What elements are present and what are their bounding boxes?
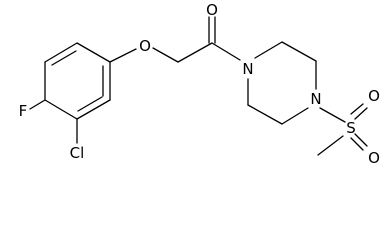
bond-pip-c2-c3 (281, 41, 317, 62)
atom-label-chlorine: Cl (70, 144, 85, 162)
atom-label-fluorine: F (19, 102, 28, 120)
bond-s-o-bottom-b (354, 133, 368, 147)
bond-s-o-bottom-a (350, 137, 364, 151)
bond-ring-c1-c2 (76, 42, 111, 63)
bond-ring-to-ether-o (109, 48, 137, 63)
bond-carbonyl-c-to-n (211, 42, 241, 61)
bond-pip-n1-c2 (254, 41, 283, 59)
atom-label-oxygen-ether: O (139, 37, 151, 55)
bond-pip-n4-c5 (281, 107, 309, 125)
atom-label-oxygen-sulfonyl-top: O (368, 87, 380, 105)
bond-ring-c5-c6 (76, 99, 111, 120)
bond-pip-c5-c6 (247, 104, 283, 125)
bond-ring-to-f (29, 99, 46, 110)
bond-ring-inner-1 (51, 50, 77, 66)
atom-label-oxygen-carbonyl: O (206, 1, 218, 19)
atom-label-nitrogen-sulfonyl: N (310, 90, 321, 108)
bond-ch2-to-carbonyl-c (177, 42, 213, 63)
structure-diagram: O O N N S O O Cl F (19, 1, 380, 167)
bond-ring-c4-c5 (44, 99, 78, 120)
atom-label-nitrogen-amide: N (242, 60, 253, 78)
bond-ring-inner-2 (77, 96, 103, 112)
bond-ether-o-to-ch2 (152, 47, 179, 63)
bond-s-o-top-a (350, 103, 364, 115)
bond-s-to-methyl (317, 135, 344, 156)
bond-n-to-s (319, 107, 346, 123)
piperazine-ring (247, 41, 317, 125)
atom-label-sulfur: S (346, 119, 356, 137)
atom-label-oxygen-sulfonyl-bottom: O (368, 149, 380, 167)
bond-s-o-top-b (354, 107, 368, 120)
bond-ring-c2-c3 (44, 42, 78, 63)
benzene-ring (44, 42, 111, 120)
